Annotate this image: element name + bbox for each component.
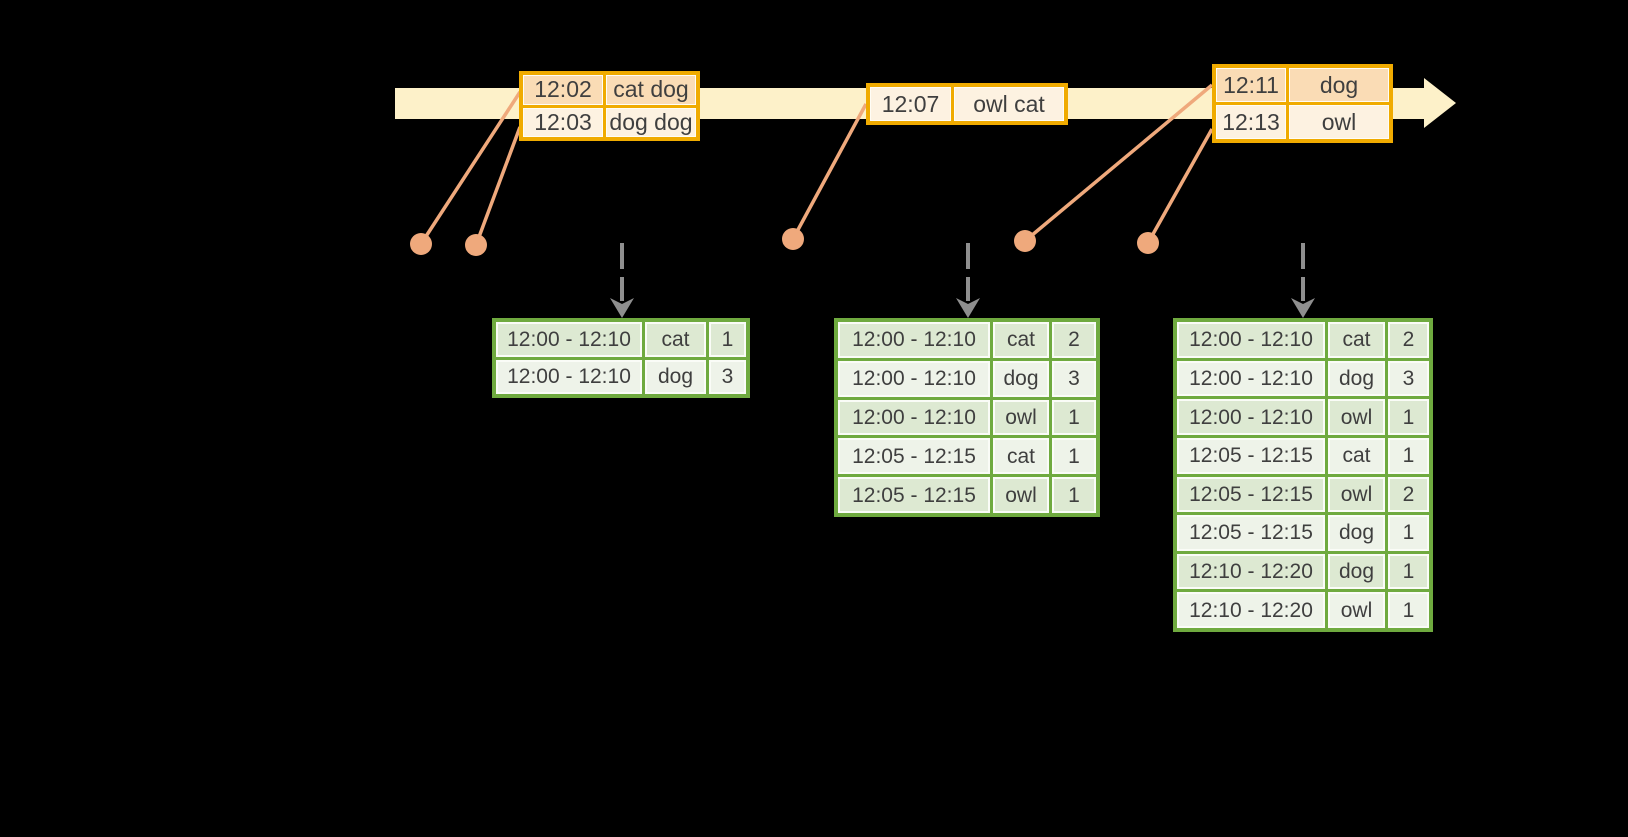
window-cell: 12:05 - 12:15 bbox=[838, 438, 990, 475]
word-cell: owl bbox=[993, 399, 1049, 436]
window-cell: 12:00 - 12:10 bbox=[838, 322, 990, 358]
word-cell: dog bbox=[1328, 553, 1385, 590]
word-cell: cat bbox=[993, 322, 1049, 358]
count-cell: 1 bbox=[1052, 399, 1096, 436]
result-table-2: 12:00 - 12:10 cat 2 12:00 - 12:10 dog 3 … bbox=[834, 318, 1100, 517]
event-time-cell: 12:02 bbox=[523, 75, 603, 105]
window-cell: 12:05 - 12:15 bbox=[838, 477, 990, 513]
event-marker-dot-icon bbox=[465, 234, 487, 256]
word-cell: owl bbox=[1328, 399, 1385, 435]
event-marker-dot-icon bbox=[782, 228, 804, 250]
count-cell: 1 bbox=[1388, 437, 1429, 474]
count-cell: 1 bbox=[1388, 592, 1429, 628]
event-table-2: 12:07 owl cat bbox=[866, 83, 1068, 125]
word-cell: cat bbox=[993, 438, 1049, 475]
word-cell: cat bbox=[645, 322, 706, 357]
word-cell: dog bbox=[645, 359, 706, 394]
event-words-cell: dog dog bbox=[606, 107, 696, 137]
event-words-cell: dog bbox=[1289, 68, 1389, 102]
trigger-arrowhead-icon bbox=[1291, 298, 1315, 318]
window-cell: 12:00 - 12:10 bbox=[838, 360, 990, 397]
trigger-arrowhead-icon bbox=[956, 298, 980, 318]
window-cell: 12:00 - 12:10 bbox=[838, 399, 990, 436]
window-cell: 12:00 - 12:10 bbox=[1177, 360, 1325, 397]
count-cell: 1 bbox=[1388, 399, 1429, 435]
event-table-1: 12:02 cat dog 12:03 dog dog bbox=[519, 71, 700, 141]
count-cell: 2 bbox=[1052, 322, 1096, 358]
count-cell: 3 bbox=[1052, 360, 1096, 397]
count-cell: 1 bbox=[709, 322, 746, 357]
word-cell: dog bbox=[1328, 515, 1385, 551]
event-words-cell: owl cat bbox=[954, 87, 1064, 121]
count-cell: 2 bbox=[1388, 322, 1429, 358]
event-words-cell: cat dog bbox=[606, 75, 696, 105]
window-cell: 12:00 - 12:10 bbox=[1177, 322, 1325, 358]
event-connector-line bbox=[1023, 83, 1214, 243]
result-table-3: 12:00 - 12:10 cat 2 12:00 - 12:10 dog 3 … bbox=[1173, 318, 1433, 632]
event-connector-line bbox=[791, 103, 868, 240]
event-marker-dot-icon bbox=[1014, 230, 1036, 252]
word-cell: cat bbox=[1328, 322, 1385, 358]
event-marker-dots bbox=[410, 228, 1159, 256]
word-cell: cat bbox=[1328, 437, 1385, 474]
count-cell: 1 bbox=[1052, 477, 1096, 513]
count-cell: 3 bbox=[1388, 360, 1429, 397]
event-time-cell: 12:13 bbox=[1216, 105, 1286, 139]
count-cell: 2 bbox=[1388, 476, 1429, 513]
word-cell: dog bbox=[993, 360, 1049, 397]
result-table-1: 12:00 - 12:10 cat 1 12:00 - 12:10 dog 3 bbox=[492, 318, 750, 398]
timeline-arrowhead-icon bbox=[1424, 78, 1456, 128]
trigger-arrows bbox=[610, 243, 1315, 318]
count-cell: 1 bbox=[1388, 553, 1429, 590]
word-cell: owl bbox=[1328, 476, 1385, 513]
event-marker-dot-icon bbox=[410, 233, 432, 255]
event-time-cell: 12:03 bbox=[523, 107, 603, 137]
window-cell: 12:10 - 12:20 bbox=[1177, 553, 1325, 590]
count-cell: 1 bbox=[1052, 438, 1096, 475]
window-cell: 12:00 - 12:10 bbox=[496, 322, 642, 357]
word-cell: dog bbox=[1328, 360, 1385, 397]
event-connector-lines bbox=[419, 83, 1214, 246]
event-table-3: 12:11 dog 12:13 owl bbox=[1212, 64, 1393, 143]
word-cell: owl bbox=[993, 477, 1049, 513]
event-time-cell: 12:11 bbox=[1216, 68, 1286, 102]
word-cell: owl bbox=[1328, 592, 1385, 628]
window-cell: 12:05 - 12:15 bbox=[1177, 437, 1325, 474]
window-cell: 12:10 - 12:20 bbox=[1177, 592, 1325, 628]
window-cell: 12:05 - 12:15 bbox=[1177, 476, 1325, 513]
event-connector-line bbox=[1146, 128, 1214, 244]
trigger-arrowhead-icon bbox=[610, 298, 634, 318]
event-connector-line bbox=[419, 91, 522, 245]
count-cell: 3 bbox=[709, 359, 746, 394]
window-cell: 12:05 - 12:15 bbox=[1177, 515, 1325, 551]
window-cell: 12:00 - 12:10 bbox=[496, 359, 642, 394]
event-words-cell: owl bbox=[1289, 105, 1389, 139]
event-connector-line bbox=[474, 126, 522, 246]
event-time-cell: 12:07 bbox=[870, 87, 951, 121]
window-cell: 12:00 - 12:10 bbox=[1177, 399, 1325, 435]
count-cell: 1 bbox=[1388, 515, 1429, 551]
event-marker-dot-icon bbox=[1137, 232, 1159, 254]
